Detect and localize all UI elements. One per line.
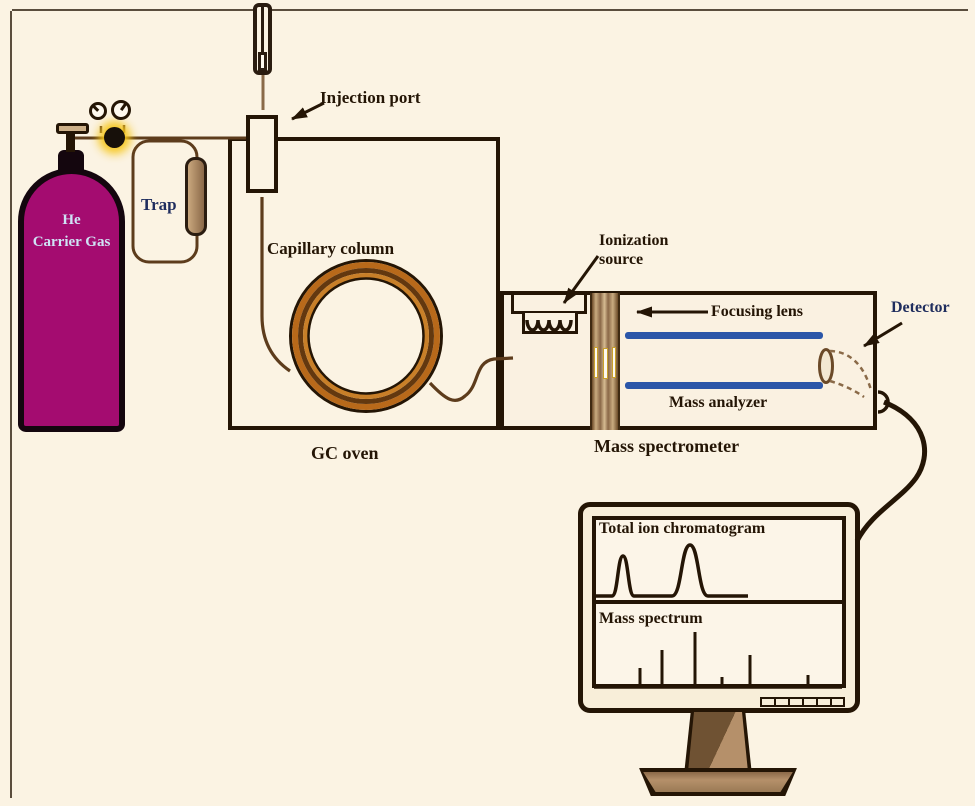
cable-connector bbox=[877, 390, 890, 414]
focusing-lens-label: Focusing lens bbox=[711, 303, 804, 320]
mass-analyzer-rod-top bbox=[625, 332, 823, 339]
cylinder-label-line1: He bbox=[62, 212, 81, 228]
mass-analyzer-label: Mass analyzer bbox=[669, 394, 768, 411]
capillary-column-label: Capillary column bbox=[267, 239, 395, 258]
regulator-knob bbox=[104, 127, 125, 148]
mass-spectrometer-label: Mass spectrometer bbox=[594, 436, 740, 456]
monitor-stand-base bbox=[643, 772, 793, 792]
ionization-source-cup bbox=[522, 313, 578, 334]
syringe-tip bbox=[258, 52, 267, 71]
ionization-source-bracket bbox=[511, 292, 587, 314]
gauge-needle bbox=[119, 102, 127, 111]
trap-label: Trap bbox=[141, 195, 177, 214]
pressure-gauge-left bbox=[89, 102, 107, 120]
monitor-buttons bbox=[760, 697, 845, 707]
cylinder-valve-stem bbox=[66, 131, 75, 152]
cylinder-neck bbox=[58, 150, 84, 170]
cylinder-label: He Carrier Gas bbox=[18, 210, 125, 254]
ionization-source-label: Ionization source bbox=[599, 232, 669, 269]
mass-spectrum-title: Mass spectrum bbox=[599, 610, 703, 627]
detector-label: Detector bbox=[891, 299, 950, 316]
pressure-gauge-right bbox=[111, 100, 131, 120]
injection-port-label: Injection port bbox=[320, 88, 421, 107]
lens-slit bbox=[612, 347, 616, 378]
injection-port bbox=[246, 115, 278, 193]
cylinder-label-line2: Carrier Gas bbox=[32, 233, 111, 250]
trap-cartridge bbox=[185, 157, 207, 236]
lens-slit bbox=[603, 348, 608, 379]
tic-title: Total ion chromatogram bbox=[599, 520, 766, 537]
screen-divider bbox=[592, 600, 846, 604]
monitor-stand-neck bbox=[688, 712, 748, 772]
mass-analyzer-rod-bottom bbox=[625, 382, 823, 389]
syringe-plunger bbox=[261, 6, 264, 52]
gauge-needle bbox=[91, 104, 99, 112]
gc-oven-label: GC oven bbox=[311, 443, 379, 463]
lens-slit bbox=[594, 347, 598, 378]
helium-cylinder bbox=[18, 168, 125, 432]
